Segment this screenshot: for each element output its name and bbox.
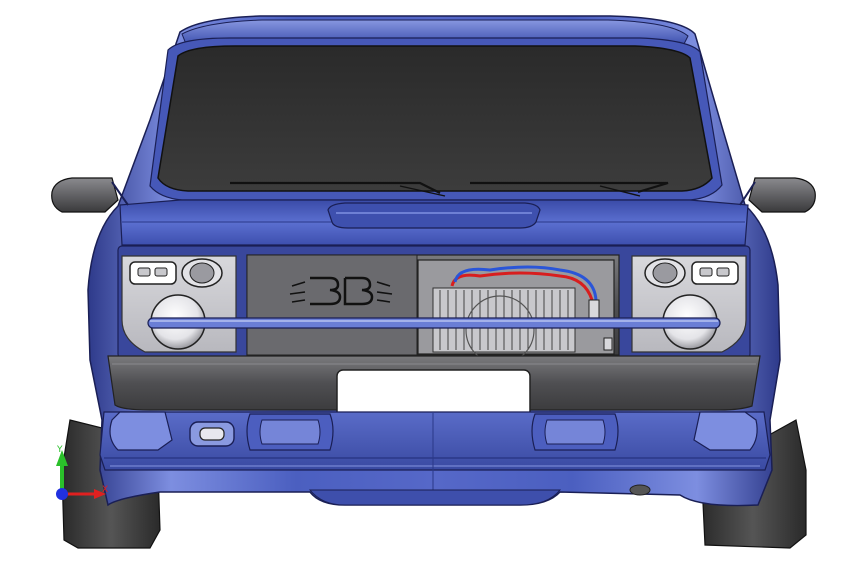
front-crossbar [147, 317, 721, 329]
radiator-assembly [417, 259, 615, 365]
side-mirrors [51, 177, 816, 213]
brand-logo [289, 276, 393, 306]
coordinate-triad: Y X [56, 445, 108, 500]
right-headlight-unit [631, 255, 747, 353]
lower-vents [246, 413, 619, 451]
left-headlight-unit [121, 255, 237, 353]
wipers [230, 181, 669, 197]
tow-hook-cover [189, 421, 235, 447]
windshield-glass [157, 45, 713, 192]
right-lower-lamp [693, 411, 758, 451]
z-axis [56, 488, 68, 500]
wire-red [450, 271, 594, 301]
left-lower-lamp [109, 411, 173, 451]
wire-blue [453, 265, 598, 301]
right-indicator [691, 261, 739, 285]
x-axis-label: X [102, 485, 108, 495]
left-indicator [129, 261, 177, 285]
y-axis-label: Y [56, 445, 63, 455]
left-mirror [51, 177, 119, 213]
hood-scoop [327, 202, 541, 229]
right-mirror [748, 177, 816, 213]
